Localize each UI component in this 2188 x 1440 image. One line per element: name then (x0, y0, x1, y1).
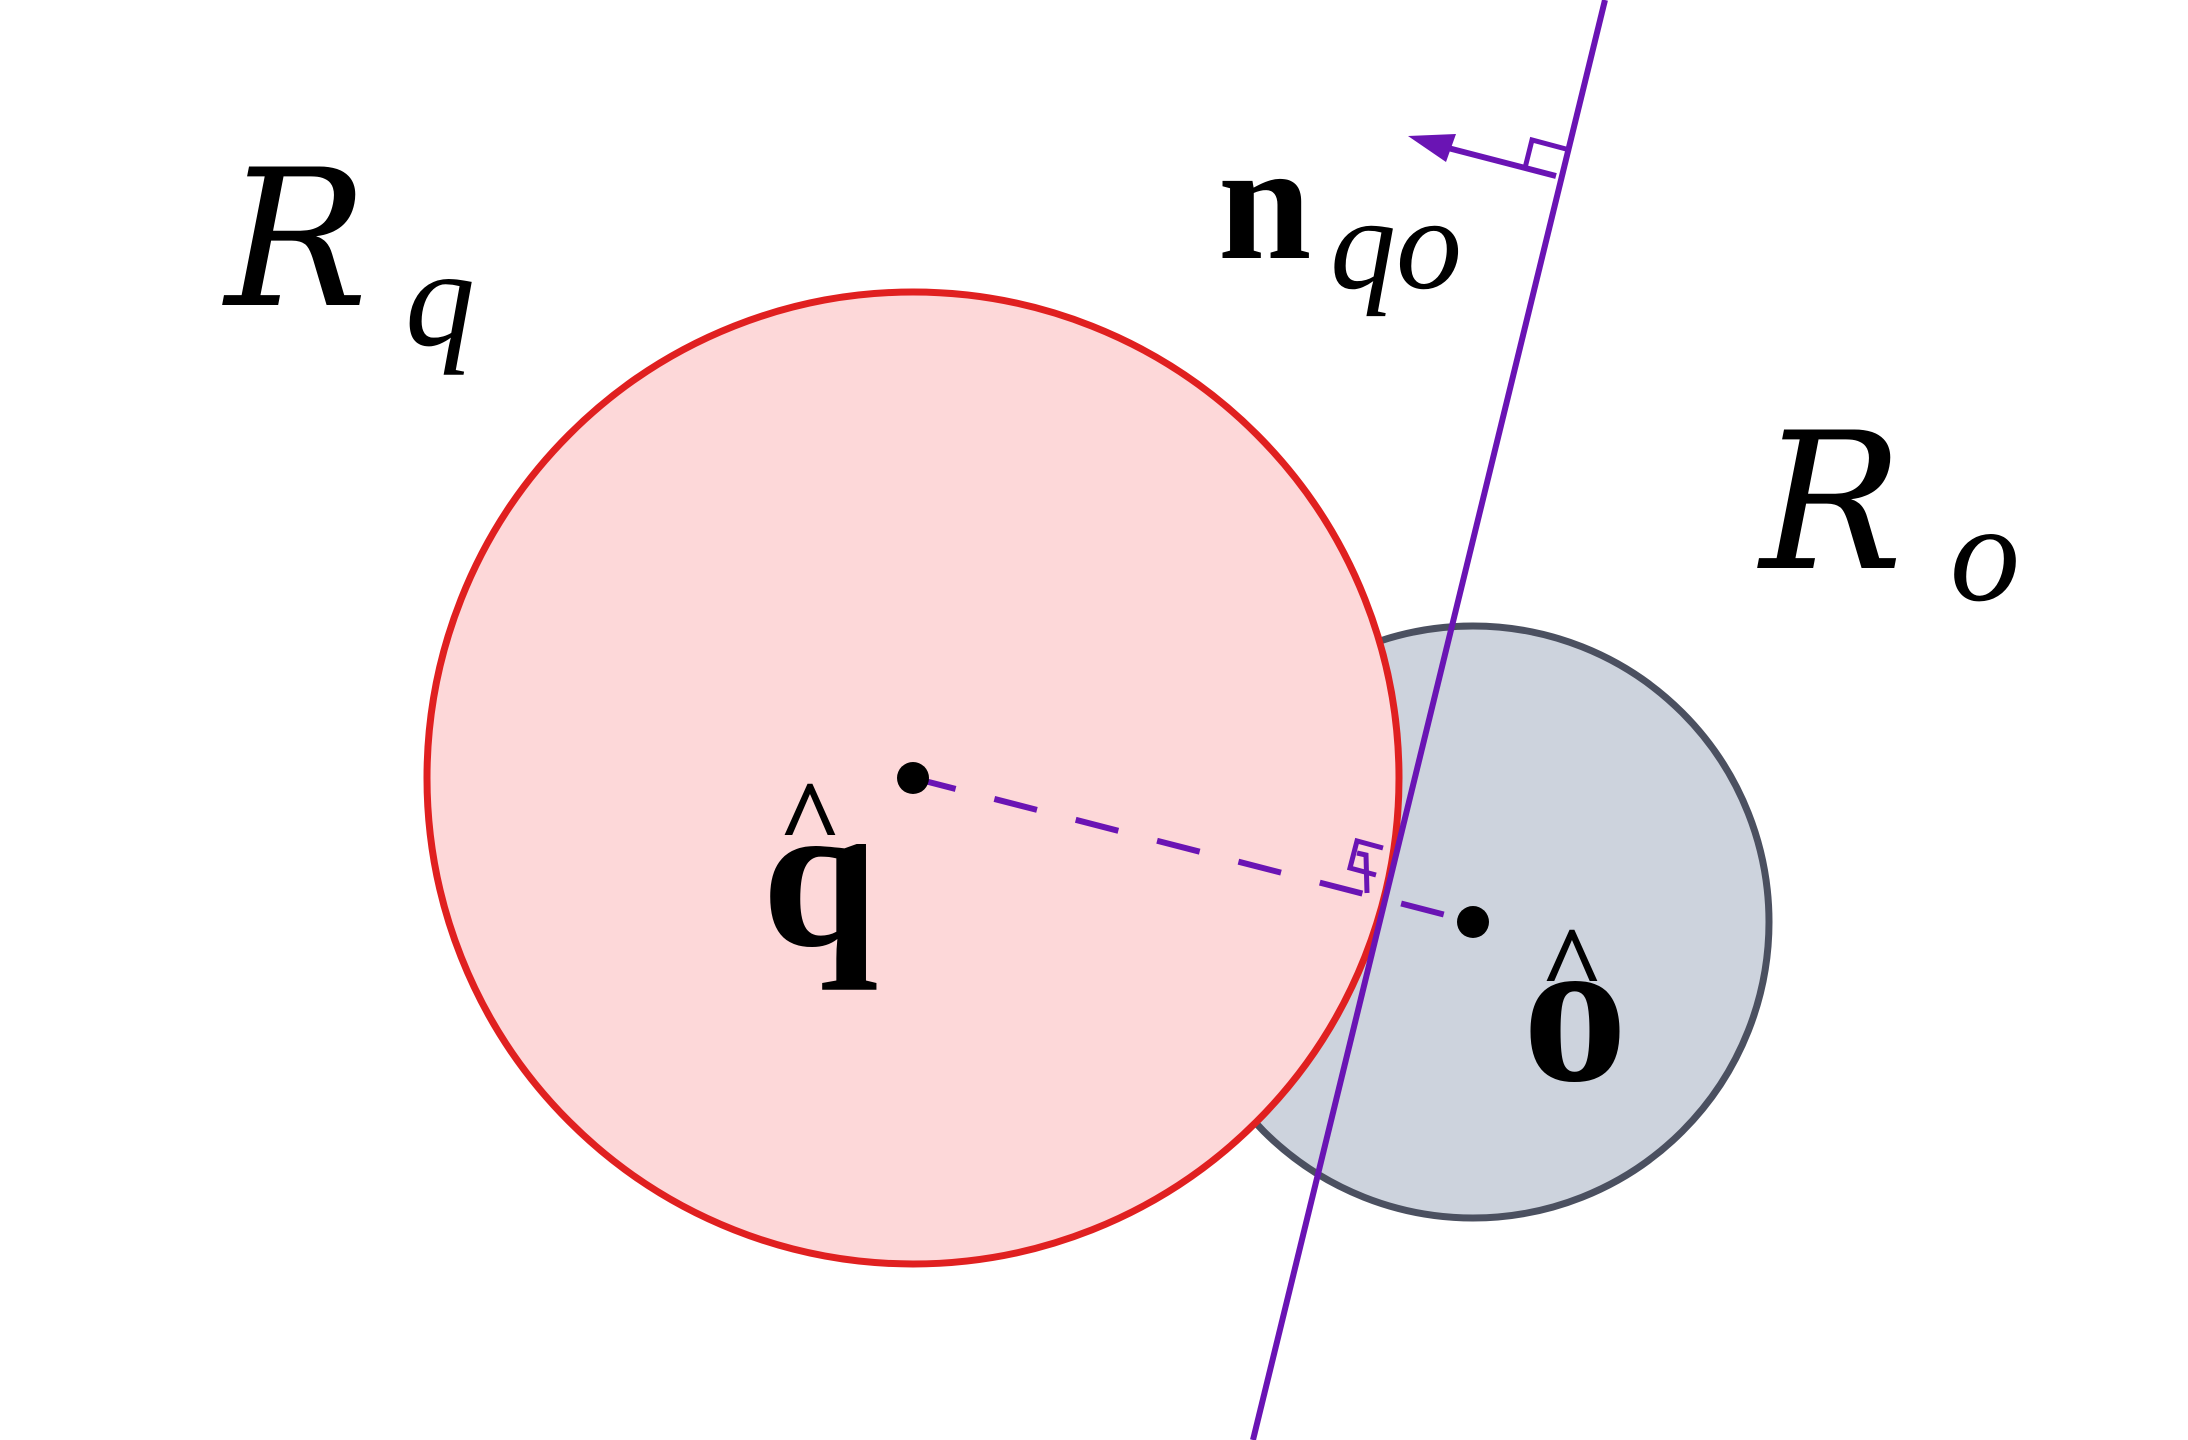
center-o-point (1457, 906, 1489, 938)
separating-line (1250, 0, 1608, 1440)
center-q-label: ^ q (762, 758, 879, 991)
region-o-label-sub: o (1950, 476, 2020, 631)
normal-vector-label: n qo (1218, 109, 1462, 317)
right-angle-marker-upper (1522, 136, 1567, 169)
center-q-label-accent: ^ (778, 758, 842, 880)
center-connector-dashed (912, 775, 1474, 925)
normal-vector-arrowhead (1408, 134, 1456, 162)
right-angle-marker-lower (1356, 850, 1370, 894)
region-q-label-main: R (222, 129, 368, 350)
region-o-label-main: R (1757, 392, 1903, 613)
center-o-label-main: o (1523, 894, 1628, 1126)
normal-vector-label-sub: qo (1330, 170, 1462, 317)
region-q-label-sub: q (405, 221, 475, 376)
right-angle-marker-lower-box (1346, 837, 1384, 878)
region-o-label: R o (1757, 392, 2020, 631)
center-o-label-accent: ^ (1540, 904, 1604, 1026)
normal-vector-label-main: n (1218, 109, 1311, 295)
region-q-label: R q (222, 129, 475, 376)
center-o-label: ^ o (1523, 894, 1628, 1126)
normal-vector-shaft (1447, 145, 1557, 179)
center-q-label-main: q (762, 759, 879, 991)
center-q-point (897, 762, 929, 794)
